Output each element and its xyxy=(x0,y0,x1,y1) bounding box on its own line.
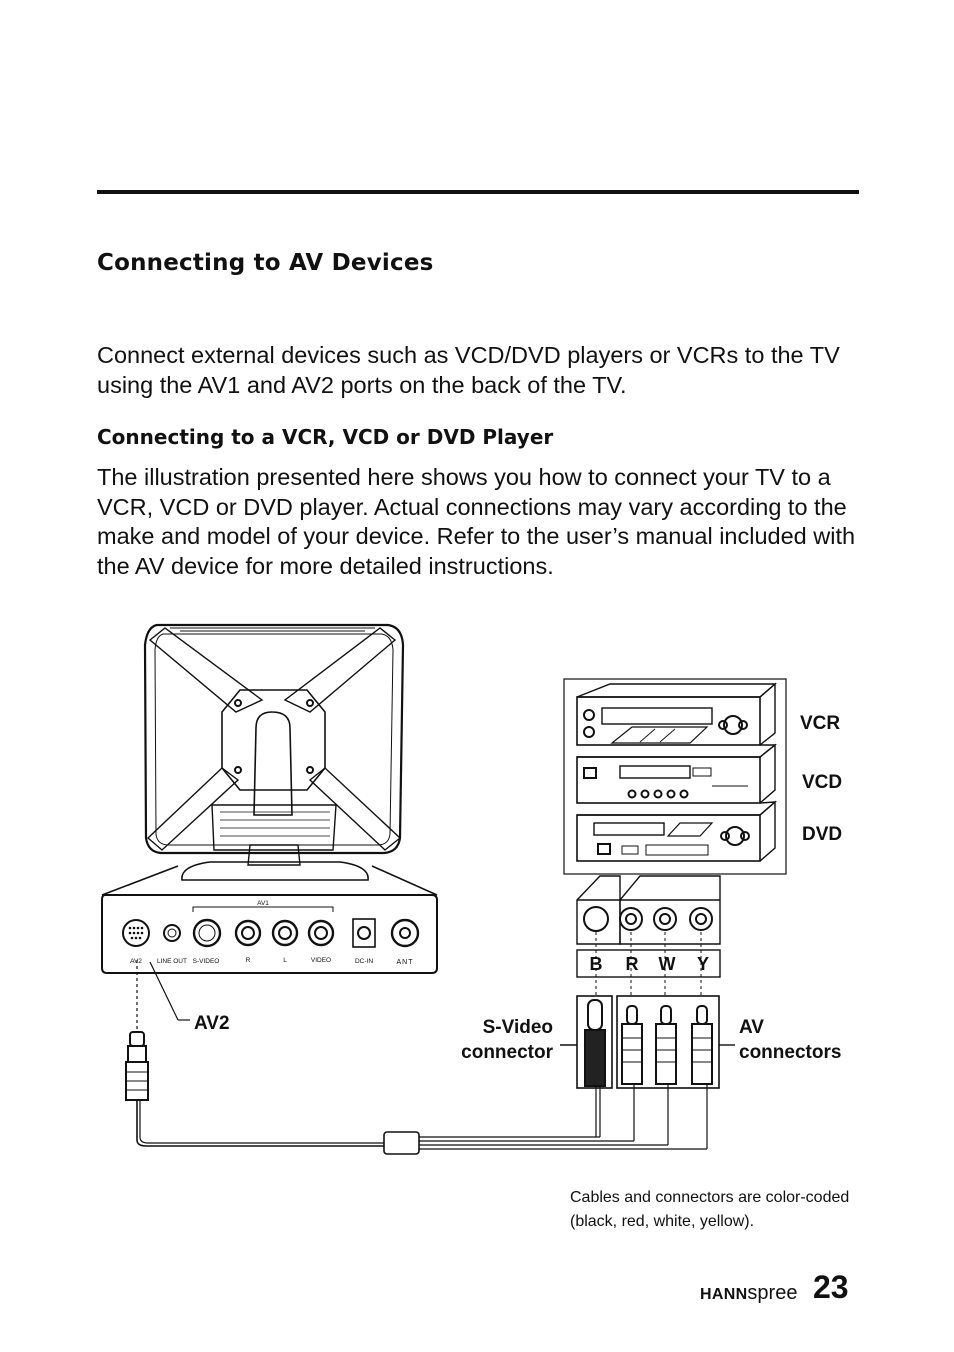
color-code-y: Y xyxy=(697,954,709,974)
color-code-b: B xyxy=(590,954,603,974)
page-number: 23 xyxy=(813,1269,849,1305)
connection-diagram: AV1 AV2 LINE OUT S-VIDEO R L VIDEO DC-IN… xyxy=(101,623,842,1155)
brand-bold: HANN xyxy=(700,1286,748,1303)
callout-av-line1: AV xyxy=(739,1017,764,1038)
section-title: Connecting to AV Devices xyxy=(97,250,434,276)
port-label-av2: AV2 xyxy=(130,958,142,965)
brand-logo: HANNspree xyxy=(700,1282,797,1305)
port-label-ant: ANT xyxy=(397,959,414,966)
cable-connectors xyxy=(560,995,735,1089)
subsection-title: Connecting to a VCR, VCD or DVD Player xyxy=(97,425,554,449)
port-label-video: VIDEO xyxy=(311,957,331,964)
tv-back-illustration xyxy=(143,623,405,881)
color-code-r: R xyxy=(626,954,639,974)
callout-svideo-line1: S-Video xyxy=(483,1017,553,1038)
callout-av-line2: connectors xyxy=(739,1042,841,1063)
av2-cable xyxy=(125,960,708,1155)
port-label-l: L xyxy=(283,957,287,964)
port-label-dc-in: DC-IN xyxy=(355,958,373,965)
av1-group-label: AV1 xyxy=(257,900,269,907)
body-paragraph: The illustration presented here shows yo… xyxy=(97,464,856,579)
callout-svideo-line2: connector xyxy=(461,1042,553,1063)
device-label-vcd: VCD xyxy=(802,772,842,793)
device-stack xyxy=(563,678,787,875)
port-label-line-out: LINE OUT xyxy=(157,958,187,965)
color-code-w: W xyxy=(659,954,676,974)
device-label-vcr: VCR xyxy=(800,713,840,734)
callout-av2: AV2 xyxy=(194,1013,230,1034)
device-output-ports xyxy=(576,875,721,996)
port-label-s-video: S-VIDEO xyxy=(193,958,220,965)
port-label-r: R xyxy=(246,957,251,964)
device-label-dvd: DVD xyxy=(802,824,842,845)
brand-light: spree xyxy=(747,1282,798,1304)
intro-paragraph: Connect external devices such as VCD/DVD… xyxy=(97,342,840,398)
header-rule xyxy=(97,190,859,194)
tv-connector-panel xyxy=(101,865,438,974)
diagram-caption: Cables and connectors are color-coded (b… xyxy=(570,1189,850,1230)
